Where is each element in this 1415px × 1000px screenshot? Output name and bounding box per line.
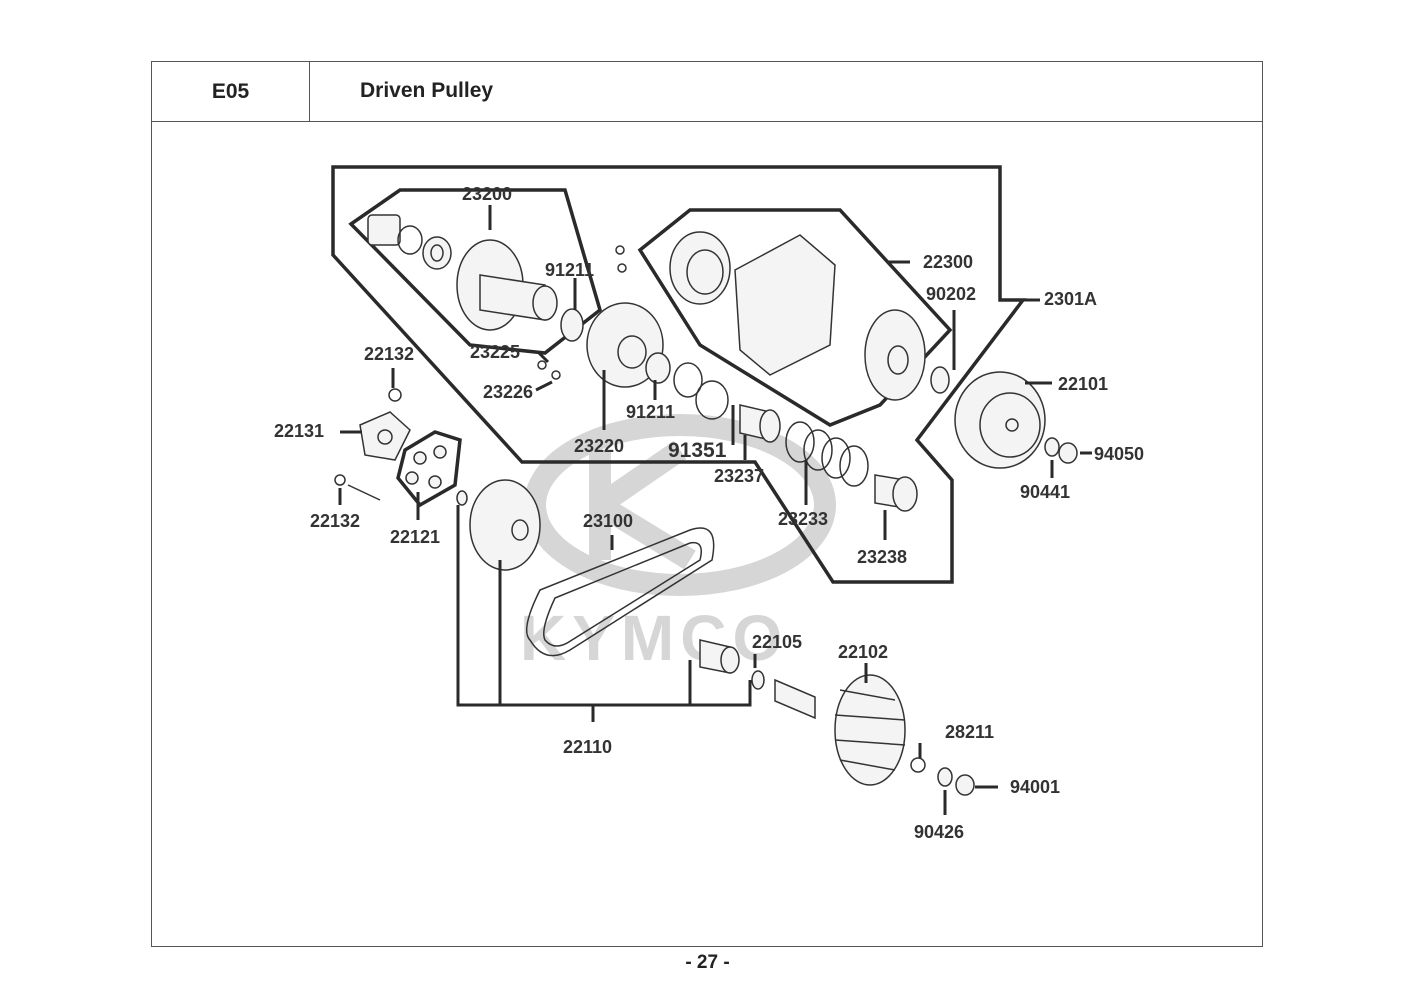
label-91211-b: 91211 [626, 402, 675, 422]
label-22132: 22132 [364, 344, 414, 364]
label-90202: 90202 [926, 284, 976, 304]
part-22101-clutch-bell [954, 371, 1046, 469]
label-22132-b: 22132 [310, 511, 360, 531]
part-94050-nut [1058, 442, 1078, 464]
pin-icon [615, 245, 625, 255]
label-22131: 22131 [274, 421, 324, 441]
group-outline-23200 [348, 188, 603, 355]
part-90441-washer [1044, 437, 1060, 457]
part-22121-rollers [405, 445, 447, 489]
part-22300-clutch [669, 231, 950, 401]
pin-icon [617, 263, 627, 273]
page-title: Driven Pulley [360, 79, 494, 102]
part-22132-guide [347, 484, 381, 501]
label-90426: 90426 [914, 822, 964, 842]
part-22110-drive-face [456, 479, 541, 571]
part-91351-ring [695, 380, 729, 420]
label-23226: 23226 [483, 382, 533, 402]
part-23233-spring [785, 421, 869, 487]
label-23237: 23237 [714, 466, 764, 486]
label-22105: 22105 [752, 632, 802, 652]
part-23220-plate [586, 302, 664, 388]
group-outline-2301A [331, 165, 1027, 584]
part-23237-sleeve [739, 404, 781, 443]
part-91211-seal [560, 308, 584, 342]
label-22101: 22101 [1058, 374, 1108, 394]
label-91211: 91211 [545, 260, 594, 280]
group-outline-22121 [396, 430, 462, 508]
part-22132-guide [388, 388, 402, 402]
label-2301A: 2301A [1044, 289, 1097, 309]
part-28211-washer [910, 757, 926, 773]
label-22121: 22121 [390, 527, 440, 547]
part-labels: 23200 91211 22300 90202 2301A 23225 2322… [274, 184, 1144, 842]
label-91351: 91351 [668, 439, 727, 462]
label-23238: 23238 [857, 547, 907, 567]
part-23100-belt [525, 527, 715, 657]
label-23225: 23225 [470, 342, 520, 362]
label-94050: 94050 [1094, 444, 1144, 464]
diagram-frame [151, 61, 1263, 947]
part-90426-washer [937, 767, 953, 787]
label-23200: 23200 [462, 184, 512, 204]
part-oring [673, 362, 703, 398]
page-number: - 27 - [685, 952, 730, 973]
part-23226-pin [551, 370, 561, 380]
label-23233: 23233 [778, 509, 828, 529]
part-23225-pin [537, 360, 547, 370]
label-22110: 22110 [563, 737, 612, 757]
label-28211: 28211 [945, 722, 994, 742]
leader-lines [338, 205, 1092, 815]
part-23200-assembly [367, 214, 558, 331]
section-code: E05 [151, 61, 310, 122]
part-22105-bush [699, 639, 816, 720]
label-90441: 90441 [1020, 482, 1070, 502]
label-23100: 23100 [583, 511, 633, 531]
part-91211-ring [645, 352, 671, 384]
title-cell [309, 61, 1263, 122]
label-22300: 22300 [923, 252, 973, 272]
label-23220: 23220 [574, 436, 624, 456]
part-22131-cam [359, 411, 411, 461]
part-94001-nut [955, 774, 975, 796]
label-22102: 22102 [838, 642, 888, 662]
part-23238-collar [874, 474, 918, 512]
svg-text:KYMCO: KYMCO [520, 602, 788, 674]
part-22132-guide [334, 474, 346, 486]
part-22102-fan [834, 674, 906, 786]
label-94001: 94001 [1010, 777, 1060, 797]
